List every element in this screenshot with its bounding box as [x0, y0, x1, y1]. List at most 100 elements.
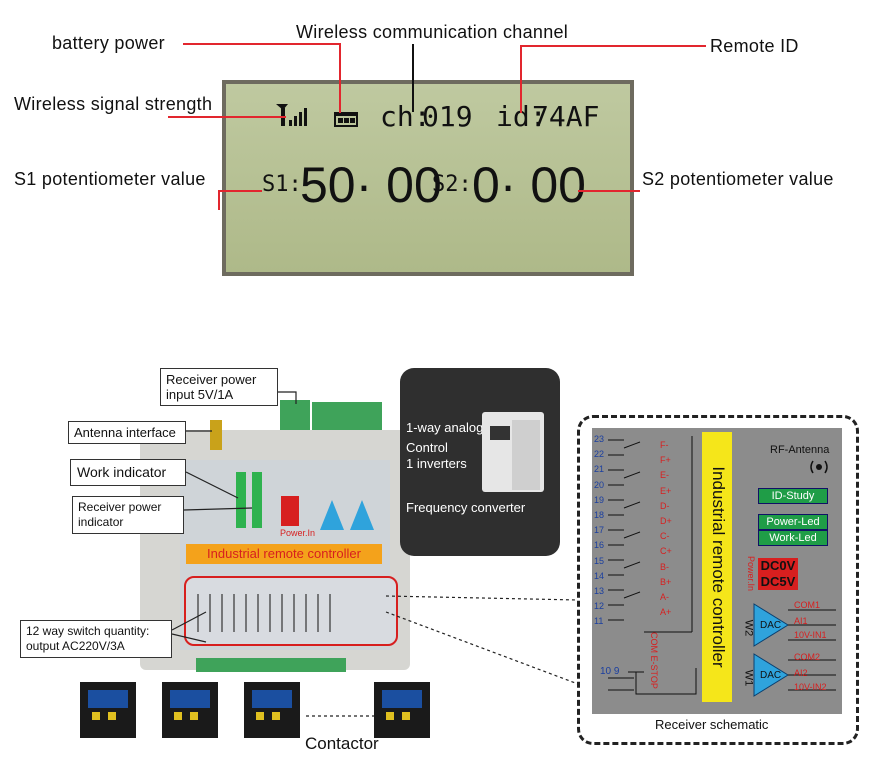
callout-line — [168, 116, 286, 118]
relay-label: F- — [660, 440, 669, 450]
led-strip — [252, 472, 262, 528]
battery-power-callout: battery power — [52, 33, 165, 53]
channel-label: ch: — [380, 100, 431, 133]
s2-label: S2: — [432, 172, 472, 197]
remote-id-callout: Remote ID — [710, 36, 799, 56]
relay-label: B+ — [660, 576, 672, 587]
callout-line — [520, 45, 706, 47]
pin-number: 16 — [594, 540, 605, 551]
schematic-title: Industrial remote controller — [709, 466, 728, 668]
callout-line — [520, 45, 522, 113]
power-indicator-callout: Receiver power indicator — [72, 496, 184, 534]
relay-label: F+ — [660, 455, 671, 466]
com1-label: COM1 — [794, 600, 821, 610]
pin-number: 11 — [594, 616, 604, 627]
dc5v-label: DC5V — [758, 574, 798, 590]
channel-value: 019 — [422, 100, 473, 133]
callout-line — [183, 43, 341, 45]
w2-label: W2 — [742, 619, 755, 637]
ai1-label: AI1 — [794, 616, 808, 626]
channel-callout: Wireless communication channel — [296, 22, 569, 42]
power-input-callout: Receiver power input 5V/1A — [160, 368, 278, 406]
work-led-label: Work-Led — [758, 530, 828, 546]
relay-label: E- — [660, 470, 669, 481]
schematic-caption: Receiver schematic — [655, 717, 769, 732]
signal-bars-icon — [276, 104, 307, 126]
pin-number: 19 — [594, 494, 605, 505]
s1-label: S1: — [262, 172, 302, 197]
dac-blocks — [753, 603, 836, 697]
schematic-power-in: Power.In — [746, 556, 756, 592]
ai2-label: AI2 — [794, 668, 808, 678]
pin-number: 17 — [594, 525, 605, 536]
signal-strength-callout: Wireless signal strength — [14, 94, 213, 114]
relay-symbols — [197, 594, 331, 632]
relay-label: A- — [660, 592, 669, 603]
s2-value: 0· 00 — [472, 157, 586, 213]
pin-number: 22 — [594, 449, 605, 460]
relay-label-column: F- F+ E- E+ D- D+ C- C+ B- B+ A- A+ — [660, 438, 680, 620]
contactor-icons — [80, 682, 430, 738]
analog-terminal — [312, 402, 382, 430]
relay-label: C+ — [660, 546, 672, 557]
power-in-block — [281, 496, 299, 526]
inverter-line1: 1-way analog — [406, 420, 484, 435]
schematic-title-bar: Industrial remote controller — [702, 432, 732, 702]
dac1-label: DAC — [760, 620, 782, 631]
lcd-display: ch: 019 id: 74AF S1: 50· 00 S2: 0· 00 — [222, 80, 634, 276]
pin-number: 20 — [594, 479, 605, 490]
front-title: Industrial remote controller — [186, 544, 382, 564]
power-in-label: Power.In — [280, 528, 316, 538]
com2-label: COM2 — [794, 652, 821, 662]
bottom-terminals — [196, 658, 346, 672]
s1-callout: S1 potentiometer value — [14, 169, 206, 189]
antenna-callout: Antenna interface — [68, 421, 186, 444]
led-strip — [236, 472, 246, 528]
com-estop-label: COM E-STOP — [649, 632, 659, 689]
pin-number: 15 — [594, 555, 605, 566]
antenna-icon — [810, 460, 828, 474]
inverter-panel: 1-way analog Control 1 inverters Frequen… — [400, 368, 560, 556]
frequency-converter-image — [482, 412, 544, 492]
id-study-label: ID-Study — [758, 488, 828, 504]
work-indicator-callout: Work indicator — [70, 459, 186, 486]
frequency-converter-caption: Frequency converter — [406, 500, 526, 515]
pin-number: 12 — [594, 601, 605, 612]
inverter-line2: Control — [406, 440, 448, 455]
pin-number-column: 23 22 21 20 19 18 17 16 15 14 13 12 11 — [594, 432, 610, 630]
switch-group — [184, 576, 398, 646]
relay-label: A+ — [660, 607, 672, 618]
relay-label: D- — [660, 500, 670, 511]
battery-icon — [334, 112, 358, 127]
estop-pins: 10 9 — [600, 666, 620, 677]
power-terminal — [280, 400, 310, 430]
dac-icons — [320, 500, 374, 530]
callout-line — [218, 190, 262, 192]
pin-number: 21 — [594, 464, 605, 475]
pin-number: 14 — [594, 570, 605, 581]
inverter-line3: 1 inverters — [406, 456, 467, 471]
pin-number: 23 — [594, 434, 605, 444]
pin-number: 18 — [594, 510, 605, 521]
callout-line — [218, 190, 220, 210]
vin1-label: 10V-IN1 — [794, 630, 827, 640]
callout-line — [412, 44, 414, 112]
power-led-label: Power-Led — [758, 514, 828, 530]
w1-label: W1 — [742, 669, 755, 687]
relay-label: B- — [660, 561, 669, 572]
relay-wiring — [608, 436, 697, 695]
id-value: 74AF — [532, 100, 600, 133]
dc0v-label: DC0V — [758, 558, 798, 574]
rf-antenna-label: RF-Antenna — [770, 444, 830, 456]
pin-number: 13 — [594, 586, 605, 597]
switch-callout: 12 way switch quantity: output AC220V/3A — [20, 620, 172, 658]
vin2-label: 10V-IN2 — [794, 682, 827, 692]
relay-label: D+ — [660, 516, 672, 527]
relay-label: C- — [660, 531, 670, 542]
s2-callout: S2 potentiometer value — [642, 169, 834, 189]
contactor-caption: Contactor — [305, 734, 379, 753]
antenna-connector — [210, 420, 222, 450]
relay-label: E+ — [660, 485, 672, 496]
callout-line — [339, 43, 341, 113]
dac2-label: DAC — [760, 670, 782, 681]
